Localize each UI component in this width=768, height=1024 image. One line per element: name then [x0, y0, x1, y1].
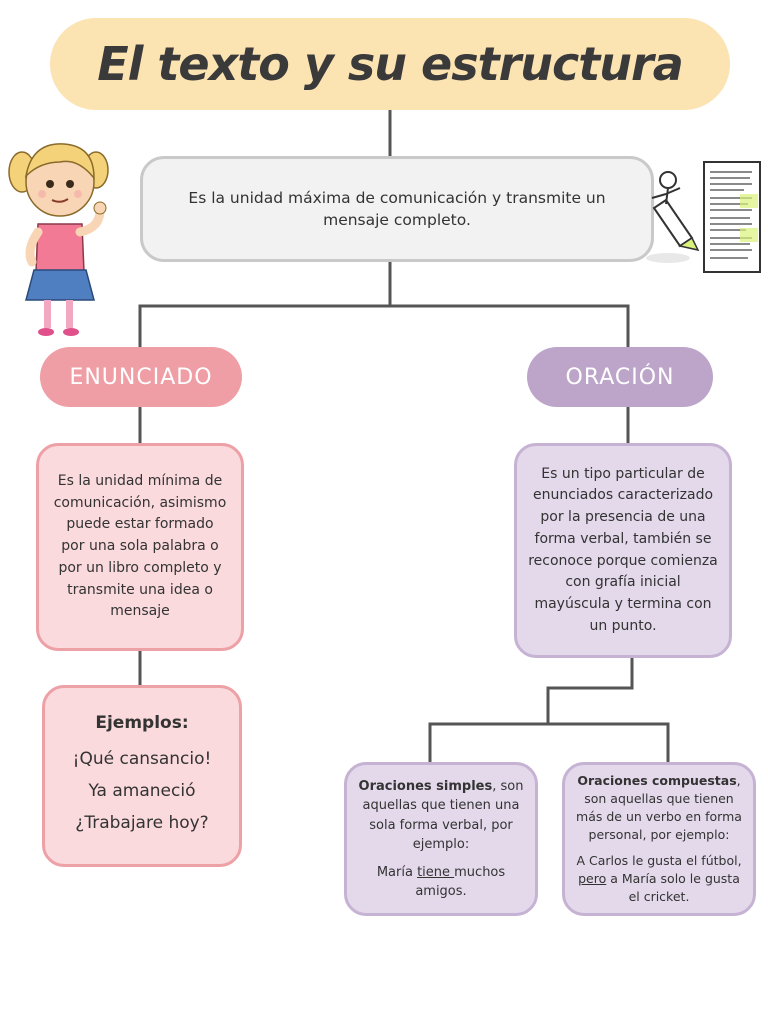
- compuestas-definition: Oraciones compuestas, son aquellas que t…: [573, 772, 745, 845]
- definition-text: Es la unidad máxima de comunicación y tr…: [188, 188, 606, 229]
- ejemplos-heading: Ejemplos:: [95, 713, 189, 733]
- oraciones-compuestas-card: Oraciones compuestas, son aquellas que t…: [562, 762, 756, 916]
- oracion-description-card: Es un tipo particular de enunciados cara…: [514, 443, 732, 658]
- connector-definition-oracion: [390, 304, 630, 347]
- enunciado-description: Es la unidad mínima de comunicación, asi…: [53, 473, 227, 620]
- page-title: El texto y su estructura: [97, 37, 684, 91]
- ejemplos-card: Ejemplos: ¡Qué cansancio! Ya amaneció ¿T…: [42, 685, 242, 867]
- compuestas-definition-text: , son aquellas que tienen más de un verb…: [576, 772, 742, 842]
- example-item: ¿Trabajare hoy?: [75, 813, 209, 833]
- oraciones-simples-card: Oraciones simples, son aquellas que tien…: [344, 762, 538, 916]
- simples-example-verb: tiene: [417, 864, 455, 880]
- oracion-label: ORACIÓN: [527, 347, 713, 407]
- connector-definition-enunciado: [138, 262, 392, 347]
- simples-example-after: muchos amigos.: [415, 864, 506, 900]
- oracion-label-text: ORACIÓN: [565, 364, 675, 390]
- enunciado-label: ENUNCIADO: [40, 347, 242, 407]
- connector-simples-compuestas: [428, 722, 670, 762]
- simples-example-before: María: [376, 864, 418, 880]
- compuestas-example: A Carlos le gusta el fútbol, pero a Marí…: [573, 852, 745, 906]
- simples-definition: Oraciones simples, son aquellas que tien…: [357, 777, 525, 855]
- enunciado-description-card: Es la unidad mínima de comunicación, asi…: [36, 443, 244, 651]
- simples-example: María tiene muchos amigos.: [357, 863, 525, 902]
- enunciado-label-text: ENUNCIADO: [69, 364, 213, 390]
- compuestas-example-part2: a María solo le gusta el cricket.: [606, 871, 740, 905]
- example-item: ¡Qué cansancio!: [72, 749, 212, 769]
- example-item: Ya amaneció: [88, 781, 196, 801]
- compuestas-example-conj: pero: [578, 871, 607, 887]
- connector-oracion-branch: [546, 658, 634, 724]
- simples-term: Oraciones simples: [358, 778, 493, 794]
- compuestas-term: Oraciones compuestas: [577, 772, 737, 788]
- definition-box: Es la unidad máxima de comunicación y tr…: [140, 156, 654, 262]
- girl-thinking-illustration: [8, 143, 109, 336]
- title-banner: El texto y su estructura: [50, 18, 730, 110]
- pen-document-illustration: [646, 161, 761, 273]
- compuestas-example-part1: A Carlos le gusta el fútbol,: [576, 853, 742, 869]
- oracion-description: Es un tipo particular de enunciados cara…: [528, 465, 718, 634]
- simples-definition-text: , son aquellas que tienen una sola forma…: [362, 778, 524, 853]
